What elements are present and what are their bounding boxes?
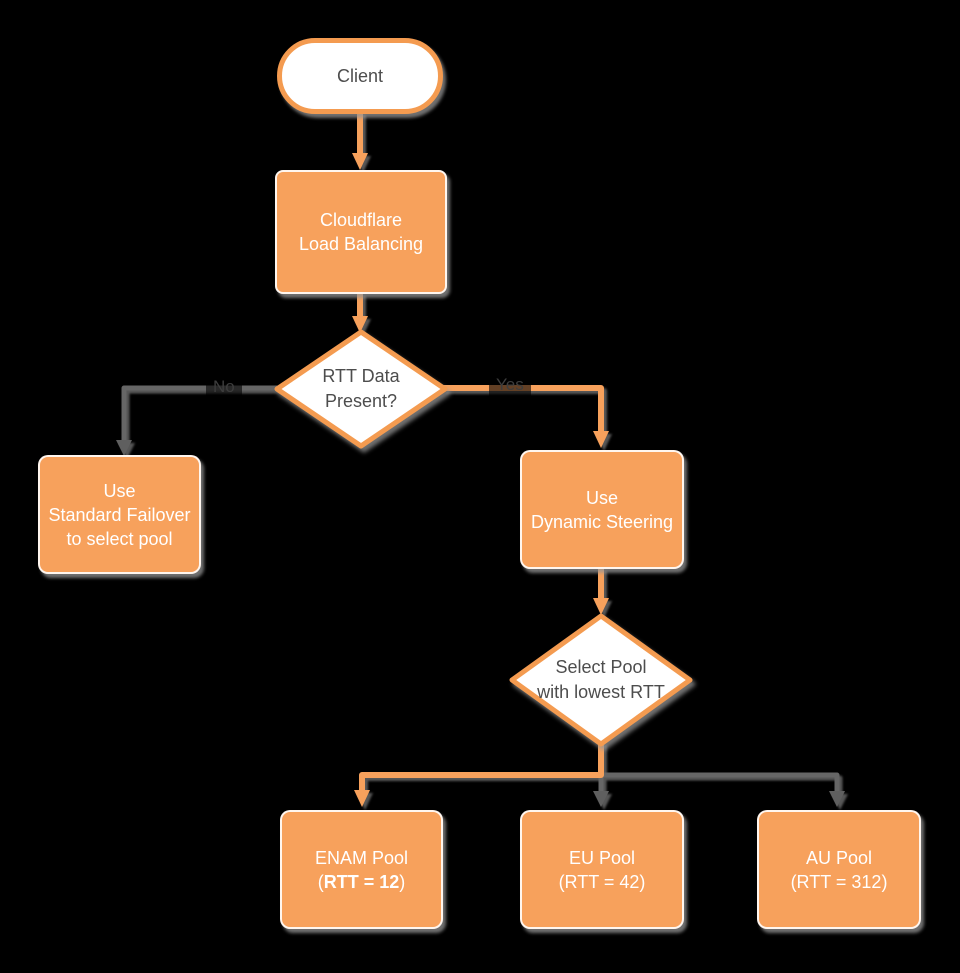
node-cloudflare-load-balancing: Cloudflare Load Balancing: [275, 170, 447, 294]
node-eu-pool: EU Pool (RTT = 42): [520, 810, 684, 929]
edge-au-line: [601, 772, 840, 792]
arrowhead-eu-pool: [593, 791, 609, 807]
standard-failover-line2: Standard Failover: [48, 504, 191, 525]
node-cloudflare-label-line1: Cloudflare: [319, 210, 403, 230]
enam-pool-line2: (RTT = 12): [318, 870, 406, 894]
au-pool-line2: (RTT = 312): [790, 871, 888, 892]
enam-rtt-paren-open: (: [317, 871, 324, 892]
node-use-dynamic-steering: Use Dynamic Steering: [520, 450, 684, 569]
diamond-shape: [274, 329, 448, 449]
diamond-shape: [509, 613, 693, 747]
node-au-pool: AU Pool (RTT = 312): [757, 810, 921, 929]
enam-rtt-value-bold: RTT = 12: [323, 871, 400, 892]
au-pool-line1: AU Pool: [805, 847, 873, 868]
edge-label-no: No: [206, 374, 242, 399]
eu-pool-line2: (RTT = 42): [558, 871, 646, 892]
node-rtt-data-present-decision: RTT Data Present?: [273, 328, 449, 450]
rtt-decision-line2: Present?: [324, 391, 398, 411]
edge-no-line: [121, 385, 278, 440]
node-client-label: Client: [336, 65, 384, 86]
arrowhead-rtt-decision: [352, 316, 368, 333]
rtt-decision-line1: RTT Data: [322, 366, 400, 386]
select-pool-line2: with lowest RTT: [537, 682, 665, 702]
arrowhead-standard-failover: [116, 440, 132, 456]
dynamic-steering-line1: Use: [585, 487, 618, 508]
node-client: Client: [277, 38, 443, 114]
edge-label-yes: Yes: [489, 372, 531, 397]
node-select-pool-label: Select Pool with lowest RTT: [507, 611, 695, 749]
arrowhead-dynamic-steering: [593, 431, 609, 448]
eu-pool-line1: EU Pool: [568, 847, 636, 868]
node-cloudflare-label-line2: Load Balancing: [298, 234, 424, 254]
node-enam-pool: ENAM Pool (RTT = 12): [280, 810, 443, 929]
arrowhead-select-pool: [593, 598, 609, 615]
standard-failover-line3: to select pool: [66, 528, 173, 549]
select-pool-line1: Select Pool: [555, 657, 647, 677]
dynamic-steering-line2: Dynamic Steering: [530, 511, 674, 532]
enam-pool-line1: ENAM Pool: [314, 847, 409, 868]
standard-failover-line1: Use: [103, 480, 136, 501]
node-select-pool-decision: Select Pool with lowest RTT: [507, 611, 695, 749]
node-use-standard-failover: Use Standard Failover to select pool: [38, 455, 201, 574]
node-rtt-decision-label: RTT Data Present?: [273, 328, 449, 450]
edge-enam-line: [359, 742, 604, 791]
enam-rtt-paren-close: ): [399, 871, 406, 892]
arrowhead-cloudflare: [352, 153, 368, 170]
arrowhead-au-pool: [829, 791, 845, 807]
arrowhead-enam-pool: [354, 790, 370, 807]
